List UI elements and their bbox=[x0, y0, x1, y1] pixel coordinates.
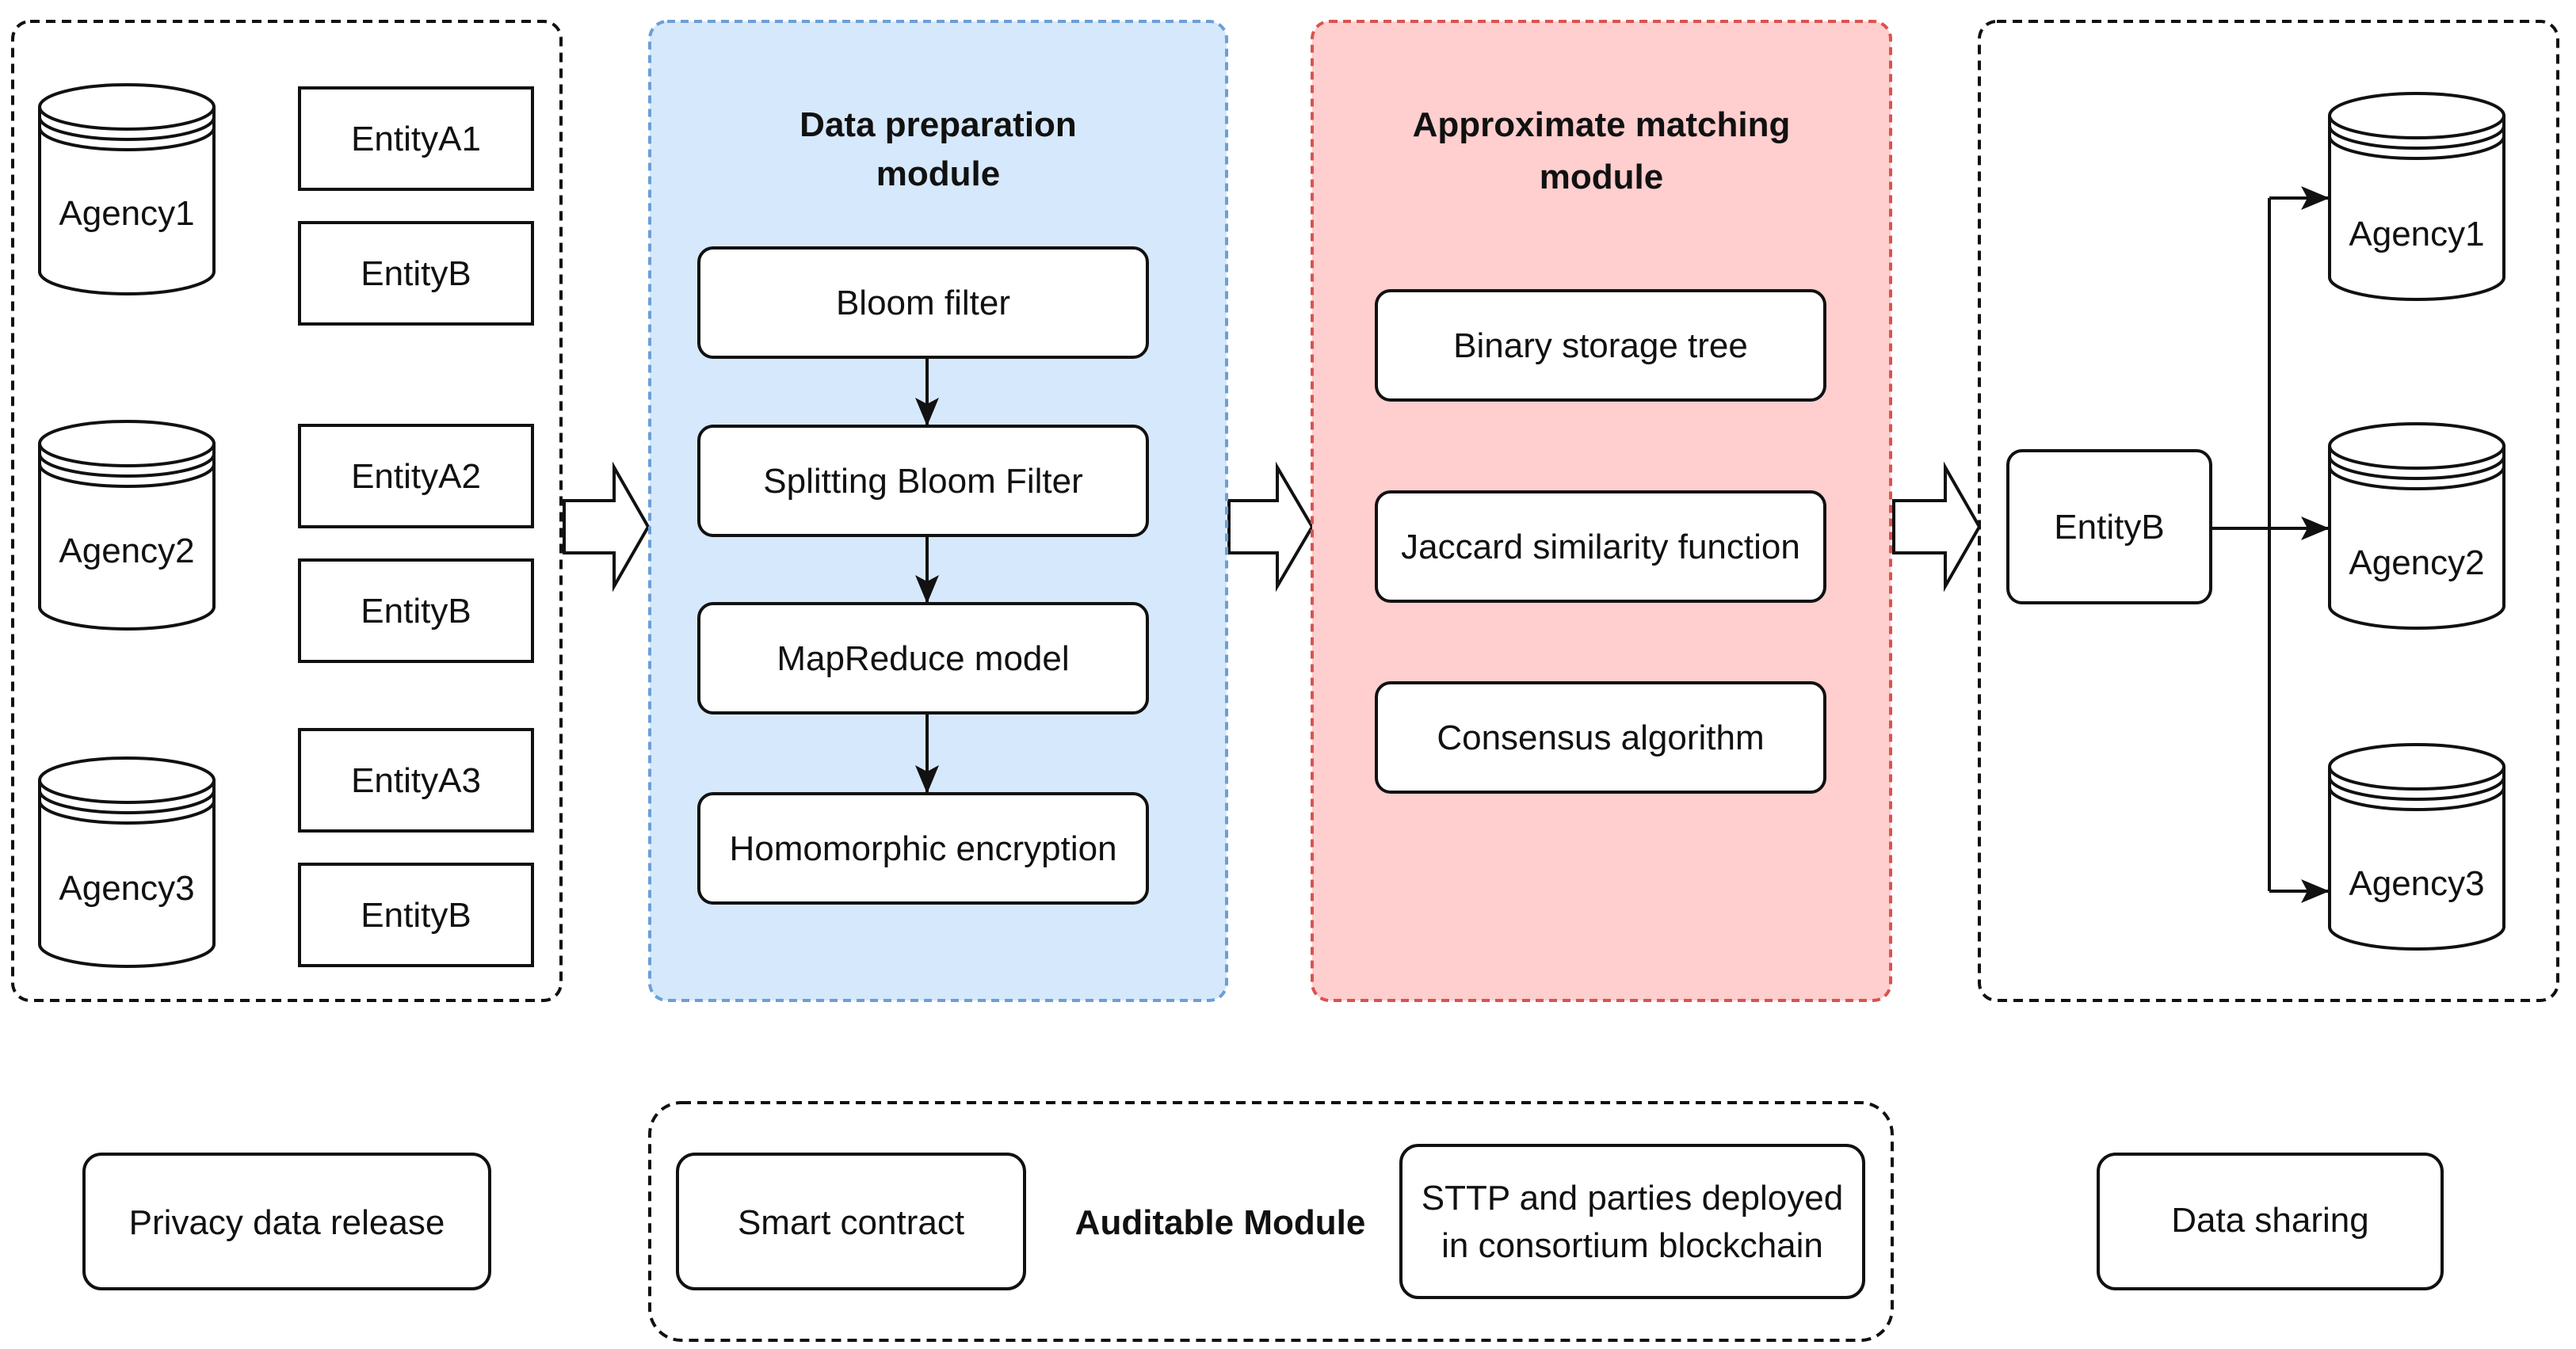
flow-arrow-2 bbox=[1227, 461, 1315, 593]
approximate-matching-title-line1: Approximate matching bbox=[1413, 105, 1791, 144]
entity-box-b3: EntityB bbox=[298, 863, 534, 967]
agency3-database-icon: Agency3 bbox=[38, 756, 216, 968]
step-splitting-bloom-filter: Splitting Bloom Filter bbox=[697, 425, 1149, 537]
step-label: Homomorphic encryption bbox=[729, 829, 1116, 868]
entity-label: EntityA2 bbox=[351, 457, 481, 496]
item-label: Binary storage tree bbox=[1453, 326, 1748, 365]
entity-label: EntityB bbox=[361, 254, 471, 293]
privacy-data-release-label: Privacy data release bbox=[129, 1203, 445, 1242]
entity-box-a2: EntityA2 bbox=[298, 424, 534, 528]
entity-label: EntityB bbox=[361, 896, 471, 935]
auditable-module-frame bbox=[648, 1101, 1894, 1342]
agency2-database-icon: Agency2 bbox=[38, 420, 216, 631]
shared-entity-label: EntityB bbox=[2054, 508, 2164, 547]
data-preparation-title-line2: module bbox=[876, 154, 1000, 193]
entity-label: EntityA3 bbox=[351, 761, 481, 800]
shared-agency3-label: Agency3 bbox=[2349, 864, 2484, 903]
step-mapreduce-model: MapReduce model bbox=[697, 602, 1149, 715]
entity-label: EntityA1 bbox=[351, 120, 481, 158]
shared-agency3-database-icon: Agency3 bbox=[2328, 743, 2505, 951]
entity-label: EntityB bbox=[361, 592, 471, 631]
agency2-label: Agency2 bbox=[59, 532, 194, 570]
shared-agency1-label: Agency1 bbox=[2349, 215, 2484, 253]
sttp-label-line2: in consortium blockchain bbox=[1441, 1226, 1823, 1265]
flow-arrow-3 bbox=[1892, 461, 1982, 593]
shared-entity-box: EntityB bbox=[2006, 449, 2212, 604]
entity-box-a1: EntityA1 bbox=[298, 86, 534, 191]
step-bloom-filter: Bloom filter bbox=[697, 246, 1149, 359]
privacy-release-frame bbox=[11, 20, 563, 1002]
step-label: MapReduce model bbox=[777, 639, 1069, 678]
agency1-database-icon: Agency1 bbox=[38, 83, 216, 295]
auditable-module-title: Auditable Module bbox=[1075, 1203, 1366, 1242]
item-label: Jaccard similarity function bbox=[1401, 528, 1800, 566]
entity-box-b2: EntityB bbox=[298, 558, 534, 663]
step-label: Bloom filter bbox=[836, 284, 1010, 322]
entity-box-b1: EntityB bbox=[298, 221, 534, 326]
entity-box-a3: EntityA3 bbox=[298, 728, 534, 833]
agency1-label: Agency1 bbox=[59, 194, 194, 233]
data-sharing-label: Data sharing bbox=[2171, 1201, 2368, 1240]
step-label: Splitting Bloom Filter bbox=[763, 462, 1082, 501]
approximate-matching-title-line2: module bbox=[1540, 158, 1663, 196]
item-consensus-algorithm: Consensus algorithm bbox=[1375, 681, 1826, 794]
sttp-label-line1: STTP and parties deployed bbox=[1422, 1179, 1843, 1218]
item-jaccard-similarity-function: Jaccard similarity function bbox=[1375, 490, 1826, 603]
shared-agency2-database-icon: Agency2 bbox=[2328, 422, 2505, 630]
agency3-label: Agency3 bbox=[59, 869, 194, 908]
item-label: Consensus algorithm bbox=[1437, 718, 1764, 757]
shared-agency1-database-icon: Agency1 bbox=[2328, 92, 2505, 301]
item-binary-storage-tree: Binary storage tree bbox=[1375, 289, 1826, 402]
smart-contract-box: Smart contract bbox=[676, 1153, 1026, 1290]
sttp-consortium-box: STTP and parties deployed in consortium … bbox=[1399, 1144, 1865, 1299]
shared-agency2-label: Agency2 bbox=[2349, 543, 2484, 582]
data-preparation-title-line1: Data preparation bbox=[800, 105, 1077, 144]
data-sharing-box: Data sharing bbox=[2097, 1153, 2444, 1290]
flow-arrow-1 bbox=[563, 461, 651, 593]
data-sharing-frame bbox=[1978, 20, 2559, 1002]
smart-contract-label: Smart contract bbox=[738, 1203, 964, 1242]
privacy-data-release-box: Privacy data release bbox=[82, 1153, 491, 1290]
step-homomorphic-encryption: Homomorphic encryption bbox=[697, 792, 1149, 905]
